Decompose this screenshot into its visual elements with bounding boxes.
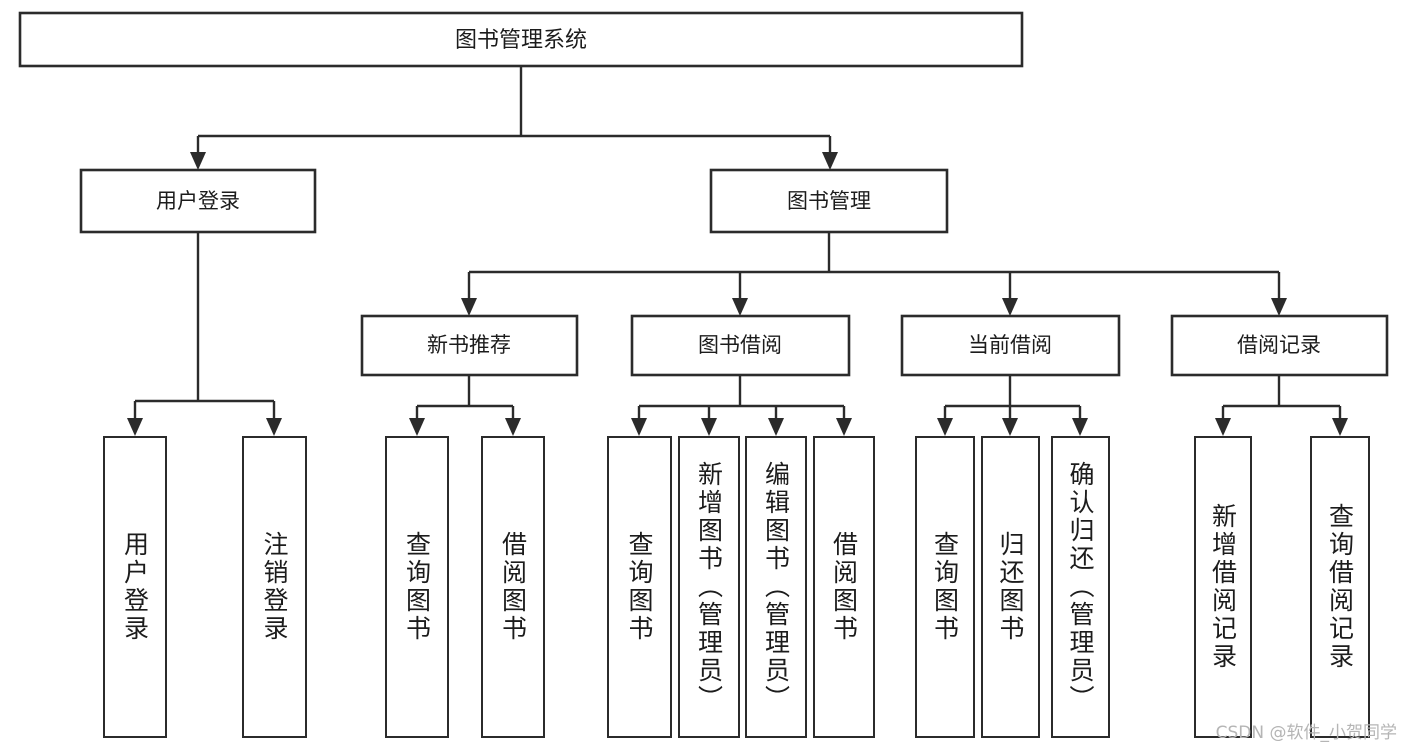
node-borrow-record[interactable]: 借阅记录 bbox=[1170, 314, 1389, 377]
connector-root-to-level2 bbox=[190, 66, 838, 170]
node-user-login[interactable]: 用户登录 bbox=[79, 168, 317, 234]
leaf-user-login-0[interactable]: 用户登录 bbox=[103, 436, 167, 738]
node-book-management-label: 图书管理 bbox=[787, 189, 871, 213]
connector-book-management-to-level3 bbox=[461, 232, 1287, 316]
leaf-user-login-1-label: 注销登录 bbox=[260, 531, 289, 643]
leaf-book-borrow-3-label: 借阅图书 bbox=[829, 531, 859, 643]
leaf-book-borrow-2-label: 编辑图书（管理员） bbox=[761, 461, 791, 713]
leaf-new-book-recommend-1[interactable]: 借阅图书 bbox=[481, 436, 545, 738]
connector-new-book-recommend-to-leaves bbox=[409, 375, 521, 436]
node-root-label: 图书管理系统 bbox=[455, 28, 587, 53]
node-new-book-recommend-label: 新书推荐 bbox=[427, 333, 511, 357]
node-root[interactable]: 图书管理系统 bbox=[18, 11, 1024, 68]
node-current-borrow[interactable]: 当前借阅 bbox=[900, 314, 1121, 377]
node-book-borrow-label: 图书借阅 bbox=[698, 333, 782, 357]
leaf-current-borrow-0-label: 查询图书 bbox=[930, 531, 960, 643]
connector-borrow-record-to-leaves bbox=[1215, 375, 1348, 436]
connector-current-borrow-to-leaves bbox=[937, 375, 1088, 436]
leaf-new-book-recommend-0-label: 查询图书 bbox=[402, 531, 432, 643]
leaf-borrow-record-1[interactable]: 查询借阅记录 bbox=[1310, 436, 1370, 738]
leaf-current-borrow-1-label: 归还图书 bbox=[996, 531, 1025, 643]
leaf-new-book-recommend-1-label: 借阅图书 bbox=[498, 531, 528, 643]
leaf-book-borrow-0[interactable]: 查询图书 bbox=[607, 436, 672, 738]
leaf-current-borrow-2-label: 确认归还（管理员） bbox=[1066, 461, 1095, 713]
node-book-management[interactable]: 图书管理 bbox=[709, 168, 949, 234]
leaf-current-borrow-1[interactable]: 归还图书 bbox=[981, 436, 1040, 738]
leaf-book-borrow-3[interactable]: 借阅图书 bbox=[813, 436, 875, 738]
leaf-book-borrow-1-label: 新增图书（管理员） bbox=[694, 461, 724, 713]
node-book-borrow[interactable]: 图书借阅 bbox=[630, 314, 851, 377]
leaf-current-borrow-2[interactable]: 确认归还（管理员） bbox=[1051, 436, 1110, 738]
leaf-user-login-1[interactable]: 注销登录 bbox=[242, 436, 307, 738]
node-borrow-record-label: 借阅记录 bbox=[1237, 333, 1321, 357]
leaf-current-borrow-0[interactable]: 查询图书 bbox=[915, 436, 975, 738]
leaf-user-login-0-label: 用户登录 bbox=[120, 531, 150, 643]
node-user-login-label: 用户登录 bbox=[156, 189, 240, 213]
connector-user-login-to-leaves bbox=[127, 232, 282, 436]
connector-book-borrow-to-leaves bbox=[631, 375, 852, 436]
leaf-book-borrow-2[interactable]: 编辑图书（管理员） bbox=[745, 436, 807, 738]
leaf-new-book-recommend-0[interactable]: 查询图书 bbox=[385, 436, 449, 738]
leaf-borrow-record-1-label: 查询借阅记录 bbox=[1325, 503, 1355, 671]
leaf-borrow-record-0-label: 新增借阅记录 bbox=[1208, 503, 1238, 671]
node-current-borrow-label: 当前借阅 bbox=[968, 333, 1052, 357]
leaf-book-borrow-0-label: 查询图书 bbox=[625, 531, 654, 643]
node-new-book-recommend[interactable]: 新书推荐 bbox=[360, 314, 579, 377]
leaf-book-borrow-1[interactable]: 新增图书（管理员） bbox=[678, 436, 740, 738]
leaf-borrow-record-0[interactable]: 新增借阅记录 bbox=[1194, 436, 1252, 738]
